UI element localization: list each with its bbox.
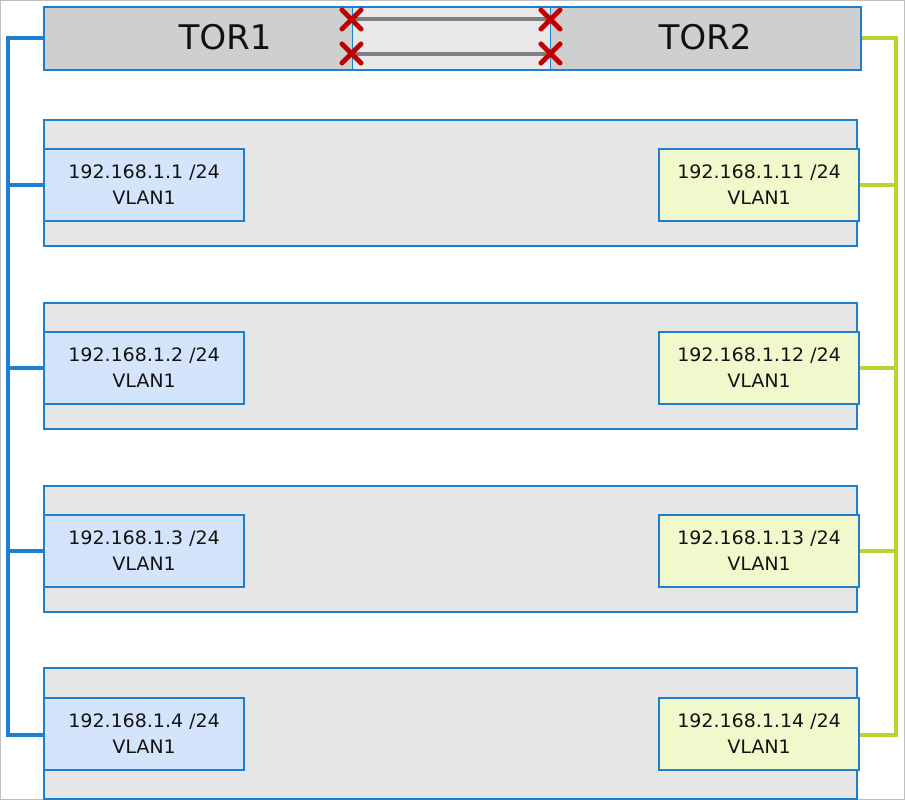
server4-left-nic: 192.168.1.4 /24 VLAN1	[43, 697, 245, 771]
server4-right-nic: 192.168.1.14 /24 VLAN1	[658, 697, 860, 771]
tor-interlinks	[339, 7, 563, 66]
tor1-trunk-line	[6, 36, 43, 737]
tor2-links	[860, 36, 898, 737]
nic-ip: 192.168.1.1 /24	[68, 161, 220, 183]
nic-vlan: VLAN1	[112, 187, 176, 209]
server3-left-nic: 192.168.1.3 /24 VLAN1	[43, 514, 245, 588]
nic-vlan: VLAN1	[727, 553, 791, 575]
nic-vlan: VLAN1	[112, 553, 176, 575]
nic-vlan: VLAN1	[112, 736, 176, 758]
tor2-trunk-line	[860, 36, 898, 737]
nic-ip: 192.168.1.4 /24	[68, 710, 220, 732]
nic-ip: 192.168.1.14 /24	[677, 710, 841, 732]
red-x-icon	[339, 41, 364, 66]
tor2-label: TOR2	[658, 18, 752, 58]
nic-ip: 192.168.1.2 /24	[68, 344, 220, 366]
tor1-label: TOR1	[178, 18, 272, 58]
server2-left-nic: 192.168.1.2 /24 VLAN1	[43, 331, 245, 405]
nic-ip: 192.168.1.13 /24	[677, 527, 841, 549]
nic-vlan: VLAN1	[727, 187, 791, 209]
server3-right-nic: 192.168.1.13 /24 VLAN1	[658, 514, 860, 588]
red-x-icon	[538, 41, 563, 66]
tor1-links	[6, 36, 43, 737]
nic-vlan: VLAN1	[727, 736, 791, 758]
server1-left-nic: 192.168.1.1 /24 VLAN1	[43, 148, 245, 222]
red-x-icon	[538, 7, 563, 32]
nic-vlan: VLAN1	[112, 370, 176, 392]
nic-ip: 192.168.1.11 /24	[677, 161, 841, 183]
red-x-icon	[339, 7, 364, 32]
nic-vlan: VLAN1	[727, 370, 791, 392]
nic-ip: 192.168.1.3 /24	[68, 527, 220, 549]
nic-ip: 192.168.1.12 /24	[677, 344, 841, 366]
server2-right-nic: 192.168.1.12 /24 VLAN1	[658, 331, 860, 405]
server1-right-nic: 192.168.1.11 /24 VLAN1	[658, 148, 860, 222]
